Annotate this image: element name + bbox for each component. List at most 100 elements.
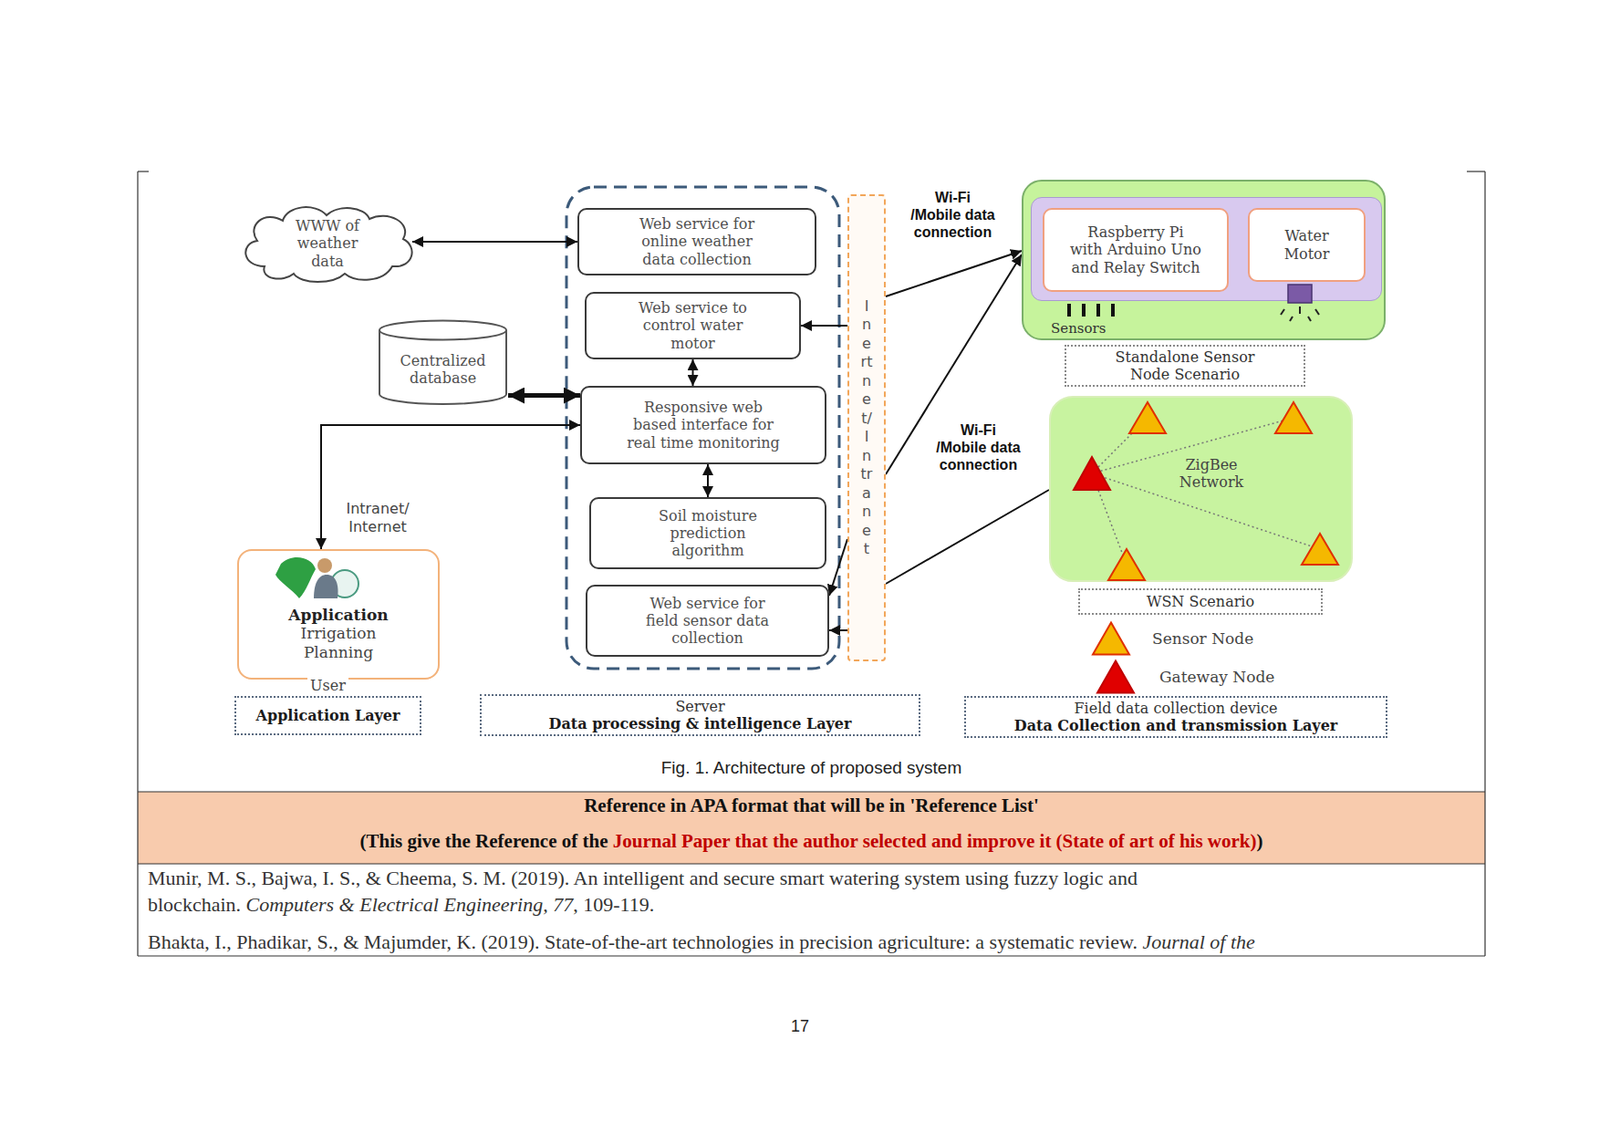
frame-line [137,790,1486,792]
cloud-shape: WWW of weather data [237,202,418,285]
connector [829,629,848,632]
process-box: Web service to control water motor [584,291,801,360]
table-header: ) [1257,830,1264,852]
node-text: Field data collection device [1073,699,1278,717]
connector [829,539,848,596]
legend-sample [1090,620,1132,657]
scenario-region: Sensors Raspberry Pi with Arduino Uno and… [1021,179,1386,341]
node-text: Web service to control water motor [623,299,763,353]
process-box: Web service for field sensor data collec… [585,584,830,657]
node-triangle [1097,661,1134,694]
legend-text: Gateway Node [1159,666,1275,687]
connector [412,240,578,243]
layer-label: ServerData processing & intelligence Lay… [479,694,921,737]
user-icon-body [313,574,339,599]
node-text: Responsive web based interface for real … [620,398,787,452]
water-drop [1308,316,1311,322]
text-row: Munir, M. S., Bajwa, I. S., & Cheema, S.… [147,864,1289,918]
node-text: Irrigation Planning [275,623,402,662]
sensor-pin [1067,303,1071,317]
connector [508,393,581,398]
node-triangle [1108,549,1145,581]
process-box: Responsive web based interface for real … [580,385,827,465]
node-text: Inertnet/Intranet [860,297,873,560]
connection-label: Wi-Fi /Mobile data connection [935,421,1022,474]
water-drop [1280,309,1285,315]
device-box: Raspberry Pi with Arduino Uno and Relay … [1042,207,1229,292]
sprinkler-head [1288,284,1312,303]
sensor-pin [1111,303,1115,317]
cylinder-body [379,330,507,405]
reference-text: Bhakta, I., Phadikar, S., & Majumder, K.… [147,930,1138,954]
layer-label: Field data collection deviceData Collect… [964,696,1388,738]
user-icon-leaf [275,557,316,599]
frame-line [137,862,1486,864]
node-text: Data processing & intelligence Layer [549,715,852,733]
reference-source: Computers & Electrical Engineering, 77 [246,893,574,916]
water-drop [1315,309,1320,315]
node-triangle [1129,402,1166,434]
text-row: (This give the Reference of theJournal P… [137,829,1486,853]
node-text: Web service for online weather data coll… [624,215,769,269]
node-text: WSN Scenario [1146,592,1255,611]
table-header: (This give the Reference of the [360,830,609,852]
application-box: ApplicationIrrigation Planning [237,549,440,680]
frame-line [136,171,138,956]
reference-text: , 109-119. [572,893,655,916]
connector [321,425,581,550]
table-frame [137,171,1486,956]
header-band [137,791,1486,864]
node-text: Raspberry Pi with Arduino Uno and Relay … [1070,223,1202,277]
node-triangle [1073,457,1111,490]
table-header: Reference in APA format that will be in … [137,794,1486,817]
water-drop [1298,306,1301,314]
node-text: Web service for field sensor data collec… [637,594,778,648]
corner-tick [137,170,149,172]
node-text: Centralized database [384,352,501,387]
node-text: Server [675,697,725,716]
connector [706,464,709,498]
user-icon-head [317,558,333,573]
legend-sample [1095,658,1136,696]
figure-caption: Fig. 1. Architecture of proposed system [137,758,1486,779]
page-number: 17 [781,1016,819,1037]
node-text: ZigBee Network [1165,456,1258,491]
layer-label: Application Layer [234,696,422,736]
water-drop [1289,316,1293,322]
connection-label: Wi-Fi /Mobile data connection [909,188,997,241]
legend-text: Sensor Node [1152,628,1254,649]
connector [800,324,848,327]
table-header-highlight: Journal Paper that the author selected a… [612,830,1258,852]
network-strip: Inertnet/Intranet [847,194,886,662]
corner-tick [1466,170,1486,172]
node-text: Application [288,605,388,624]
scenario-label: Standalone Sensor Node Scenario [1064,344,1306,387]
node-text: Standalone Sensor Node Scenario [1102,348,1268,384]
cylinder-top [379,321,507,341]
node-text: Sensors [1050,320,1106,337]
node-text: WWW of weather data [280,217,375,271]
node-text: Water Motor [1260,227,1353,262]
user-label: User [307,676,349,696]
frame-line [1484,171,1486,956]
server-group-outline [566,187,840,669]
sensor-pin [1081,303,1086,317]
scenario-region: ZigBee Network [1049,395,1353,582]
sensor-pin [1096,303,1101,317]
node-text: Data Collection and transmission Layer [1014,716,1338,735]
device-box: Water Motor [1247,207,1366,282]
connector [885,250,1022,297]
text-row: Bhakta, I., Phadikar, S., & Majumder, K.… [147,928,1256,956]
cloud-outline [245,207,412,282]
database-cylinder: Centralized database [377,319,509,406]
reference-source: Journal of the [1142,930,1255,954]
connector [692,359,695,386]
process-box: Web service for online weather data coll… [577,207,817,276]
connector [885,254,1022,475]
node-text: Soil moisture prediction algorithm [641,507,775,561]
process-box: Soil moisture prediction algorithm [589,497,827,570]
node-triangle [1092,623,1130,655]
node-triangle [1275,402,1312,434]
node-text: Application Layer [256,706,401,725]
scenario-label: WSN Scenario [1078,588,1323,615]
